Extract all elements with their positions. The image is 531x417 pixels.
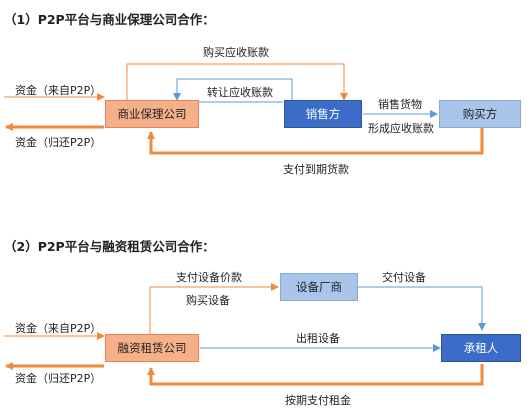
box-lessee: 承租人 [441,334,521,362]
section1-heading: （1）P2P平台与商业保理公司合作： [4,12,215,27]
label-form-receivables: 形成应收账款 [368,122,434,135]
label-funds-in-2: 资金（来自P2P） [15,322,102,335]
label-pay-rent: 按期支付租金 [285,394,351,407]
box-equipment-manufacturer: 设备厂商 [280,273,358,301]
arrow-buy-receivables [126,63,348,101]
arrow-transfer-receivables-up [173,78,293,102]
label-funds-out-2: 资金（归还P2P） [15,372,102,385]
box-buyer: 购买方 [439,100,521,128]
box-leasing-company: 融资租赁公司 [105,334,199,362]
box-seller: 销售方 [284,100,362,128]
label-funds-in-1: 资金（来自P2P） [15,84,102,97]
box-factoring-company: 商业保理公司 [105,100,199,128]
label-pay-due: 支付到期货款 [283,163,349,176]
label-funds-out-1: 资金（归还P2P） [15,136,102,149]
label-lease-equipment: 出租设备 [296,332,340,345]
label-deliver-equipment: 交付设备 [382,271,426,284]
label-buy-receivables: 购买应收账款 [203,46,269,59]
section2-heading: （2）P2P平台与融资租赁公司合作： [4,239,215,254]
arrow-pay-rent [147,364,484,386]
label-transfer-receivables: 转让应收账款 [207,86,273,99]
arrow-pay-due [147,127,484,155]
label-pay-equipment: 支付设备价款 [176,271,242,284]
label-sell-goods: 销售货物 [378,98,422,111]
arrow-deliver-equipment [358,286,486,331]
arrow-pay-equipment [149,283,279,336]
label-buy-equipment: 购买设备 [186,294,230,307]
